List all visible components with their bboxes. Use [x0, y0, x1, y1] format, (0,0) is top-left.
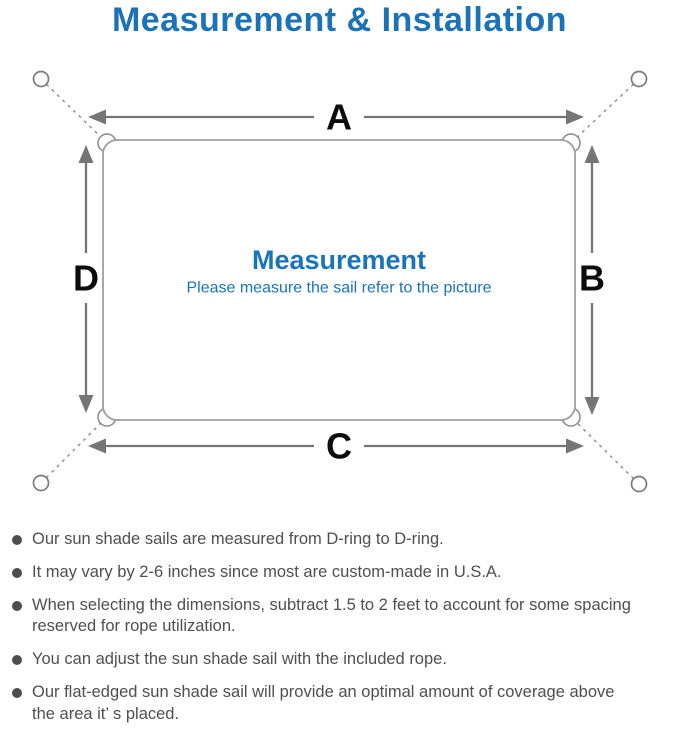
arrowhead-right-a	[566, 109, 584, 125]
rope-line-top-right	[572, 78, 640, 142]
note-text: When selecting the dimensions, subtract …	[32, 595, 631, 636]
label-b: B	[579, 258, 605, 299]
note-text: You can adjust the sun shade sail with t…	[32, 650, 447, 669]
arrowhead-right-c	[566, 438, 584, 454]
bullet-icon	[12, 567, 22, 578]
note-text: Our flat-edged sun shade sail will provi…	[32, 682, 615, 723]
list-item: Our flat-edged sun shade sail will provi…	[10, 682, 672, 726]
bullet-icon	[12, 687, 22, 698]
arrowhead-down-b	[584, 397, 600, 415]
rope-lines	[40, 78, 640, 485]
note-text: Our sun shade sails are measured from D-…	[32, 530, 444, 548]
bullet-icon	[12, 535, 22, 545]
list-item: Our sun shade sails are measured from D-…	[10, 529, 672, 551]
label-a: A	[326, 97, 352, 138]
label-c: C	[326, 426, 352, 467]
rope-line-top-left	[40, 78, 106, 142]
bullet-icon	[12, 655, 22, 666]
list-item: When selecting the dimensions, subtract …	[10, 595, 672, 639]
arrowhead-up-d	[78, 145, 94, 163]
list-item: You can adjust the sun shade sail with t…	[10, 649, 672, 671]
anchor-ring-bottom-right	[630, 475, 648, 493]
anchor-ring-top-right	[630, 70, 648, 88]
anchor-ring-bottom-left	[32, 474, 50, 492]
arrow-c	[88, 438, 584, 454]
arrowhead-left-a	[88, 109, 106, 125]
diagram-center-subtitle: Please measure the sail refer to the pic…	[186, 280, 491, 297]
page-title: Measurement & Installation	[111, 1, 568, 39]
arrowhead-left-c	[88, 438, 106, 454]
arrow-b	[584, 145, 600, 415]
label-d: D	[73, 258, 99, 299]
sail-outline	[102, 139, 576, 421]
diagram-center-title: Measurement	[252, 245, 426, 275]
note-text: It may vary by 2-6 inches since most are…	[32, 562, 502, 581]
anchor-rings	[32, 70, 648, 493]
measurement-diagram: A C D B Measurement Please measure the s…	[0, 50, 679, 515]
notes-list: Our sun shade sails are measured from D-…	[10, 529, 672, 736]
arrowhead-down-d	[78, 395, 94, 413]
sail-diagram-svg: A C D B Measurement Please measure the s…	[32, 70, 648, 493]
list-item: It may vary by 2-6 inches since most are…	[10, 562, 672, 584]
rope-line-bottom-left	[40, 418, 106, 484]
anchor-ring-top-left	[32, 70, 50, 88]
bullet-icon	[12, 600, 22, 611]
arrow-d	[78, 145, 94, 413]
arrow-a	[88, 109, 584, 125]
rope-line-bottom-right	[572, 418, 640, 485]
arrowhead-up-b	[584, 145, 600, 163]
